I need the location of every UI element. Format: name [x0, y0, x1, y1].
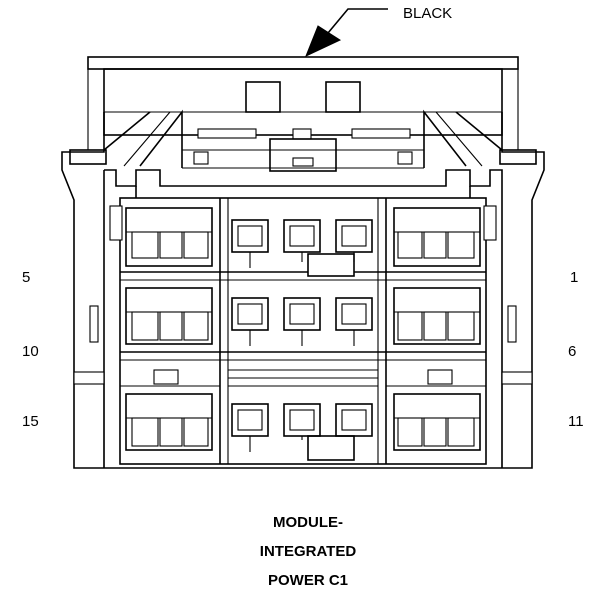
center-keying-tab-top [307, 253, 355, 277]
connector-body [61, 56, 545, 469]
side-slot-left-mid [89, 305, 99, 343]
cavity-face [119, 197, 487, 465]
pin-label-left-row1: 5 [22, 269, 30, 286]
cavity-small [231, 219, 373, 452]
cavity-large [125, 207, 481, 451]
pin-labels: 5 10 15 1 6 11 [22, 269, 584, 430]
title-line-2: INTEGRATED [260, 543, 357, 560]
pin-label-left-row2: 10 [22, 343, 39, 360]
top-slot-left [197, 128, 257, 139]
title-line-3: POWER C1 [268, 572, 348, 589]
outer-shell [61, 112, 545, 469]
pin-label-right-row1: 1 [570, 269, 578, 286]
side-slot-left-top [109, 205, 123, 241]
callout: BLACK [305, 5, 452, 57]
callout-arrowhead [305, 25, 342, 57]
side-slot-right-mid [507, 305, 517, 343]
callout-color-label: BLACK [403, 5, 452, 22]
top-cap [87, 56, 519, 70]
latch-tab-left [245, 81, 281, 113]
center-lock [269, 138, 337, 172]
connector-title: MODULE- INTEGRATED POWER C1 [260, 514, 357, 589]
top-housing [103, 68, 503, 136]
pin-label-right-row2: 6 [568, 343, 576, 360]
callout-leader-line [327, 8, 388, 34]
center-keying-tab-bottom [307, 435, 355, 461]
side-slot-right-top [483, 205, 497, 241]
pin-label-left-row3: 15 [22, 413, 39, 430]
latch-tab-right [325, 81, 361, 113]
top-slot-right [351, 128, 411, 139]
title-line-1: MODULE- [273, 514, 343, 531]
pin-label-right-row3: 11 [568, 413, 584, 430]
